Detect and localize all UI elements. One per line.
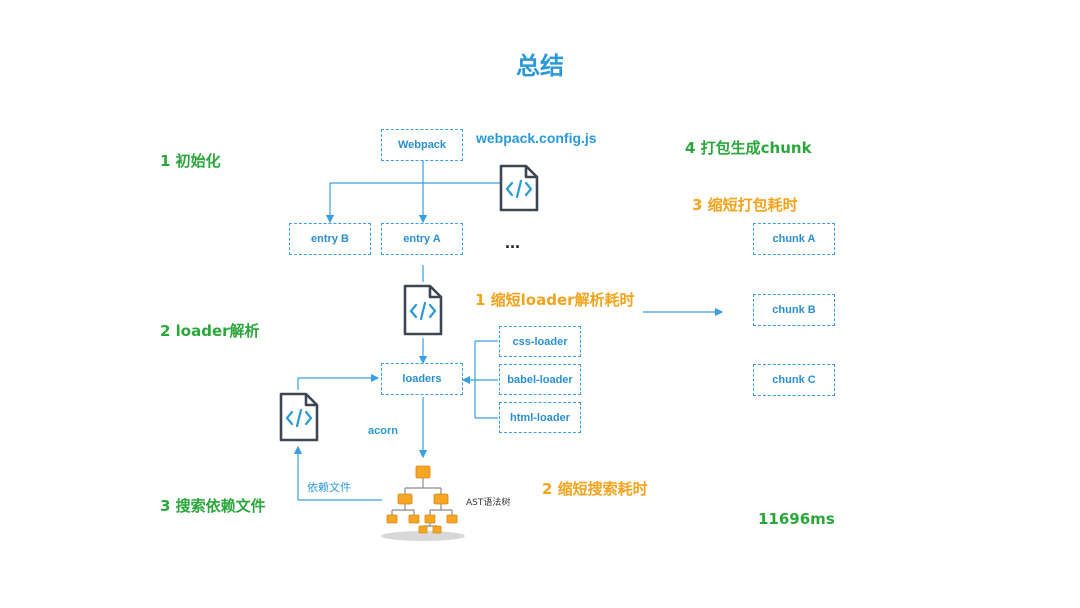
code-file-icon — [279, 392, 319, 442]
acorn-label: acorn — [368, 425, 398, 437]
code-file-icon — [403, 284, 443, 336]
html-loader-box: html-loader — [499, 402, 581, 433]
optimize-loader-label: 1 缩短loader解析耗时 — [475, 291, 635, 309]
stage-search-deps-label: 3 搜索依赖文件 — [160, 497, 266, 515]
chunk-b-box: chunk B — [753, 294, 835, 326]
entry-a-box: entry A — [381, 223, 463, 255]
optimize-pack-label: 3 缩短打包耗时 — [692, 196, 798, 214]
chunk-a-box: chunk A — [753, 223, 835, 255]
loaders-box: loaders — [381, 363, 463, 395]
ellipsis: ... — [505, 232, 521, 252]
optimize-search-label: 2 缩短搜索耗时 — [542, 480, 648, 498]
page-title: 总结 — [516, 52, 564, 80]
code-file-icon — [499, 164, 539, 212]
stage-pack-chunk-label: 4 打包生成chunk — [685, 139, 812, 157]
entry-b-box: entry B — [289, 223, 371, 255]
webpack-box: Webpack — [381, 129, 463, 161]
chunk-c-box: chunk C — [753, 364, 835, 396]
timing-label: 11696ms — [758, 510, 835, 528]
deps-label: 依赖文件 — [307, 481, 351, 494]
stage-loader-parse-label: 2 loader解析 — [160, 322, 260, 340]
ast-tree-icon — [381, 465, 465, 541]
css-loader-box: css-loader — [499, 326, 581, 357]
config-file-label: webpack.config.js — [476, 130, 597, 146]
stage-init-label: 1 初始化 — [160, 152, 221, 170]
babel-loader-box: babel-loader — [499, 364, 581, 395]
ast-label: AST语法树 — [466, 498, 511, 508]
